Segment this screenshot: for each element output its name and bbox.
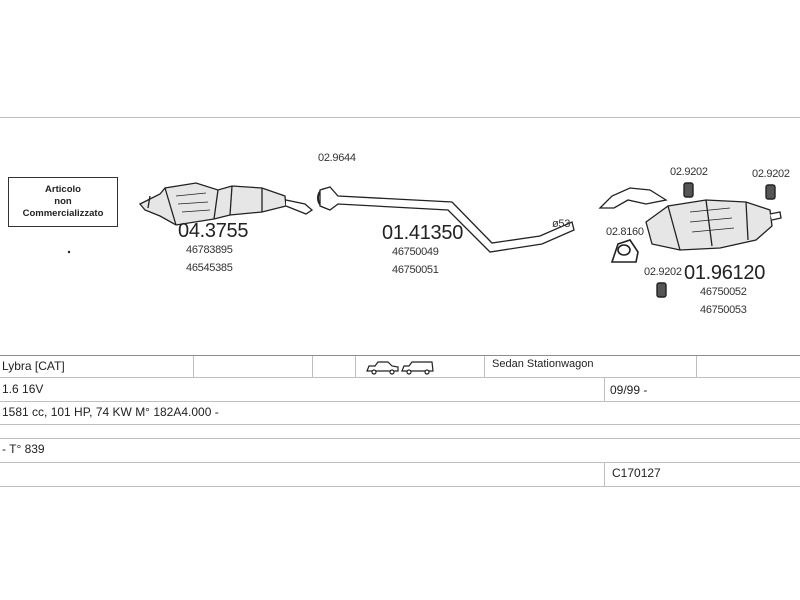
oem-ref: 46750051	[392, 264, 439, 276]
rear-muffler-drawing	[598, 187, 782, 251]
vehicle-model: Lybra [CAT]	[2, 359, 65, 373]
oem-ref: 46750052	[700, 286, 747, 298]
oem-ref: 46750049	[392, 246, 439, 258]
oem-ref: 46545385	[186, 262, 233, 274]
part-code-hanger[interactable]: 02.9202	[670, 166, 708, 178]
table-row-divider	[0, 462, 800, 463]
production-date: 09/99 -	[610, 383, 648, 397]
table-col-divider	[604, 378, 605, 401]
table-row-divider	[0, 401, 800, 402]
pipe-diameter-label: ø53	[552, 218, 571, 230]
part-code-catalytic-converter[interactable]: 04.3755	[178, 220, 249, 242]
table-top-border	[0, 355, 800, 356]
table-col-divider	[484, 356, 485, 377]
part-code-hanger[interactable]: 02.9202	[644, 266, 682, 278]
top-divider	[0, 117, 800, 118]
sedan-icon	[366, 361, 399, 375]
table-col-divider	[355, 356, 356, 377]
car-body-icons	[366, 361, 434, 375]
table-bottom-border	[0, 486, 800, 487]
part-code-rear-muffler[interactable]: 01.96120	[684, 262, 766, 284]
table-col-divider	[312, 356, 313, 377]
part-code-mid-pipe[interactable]: 01.41350	[382, 222, 464, 244]
table-row-divider	[0, 424, 800, 425]
table-row-divider	[0, 438, 800, 439]
catalog-code: C170127	[612, 466, 661, 480]
note-line: Articolo	[45, 184, 81, 195]
table-row-divider	[0, 377, 800, 378]
part-code-clamp[interactable]: 02.8160	[606, 226, 644, 238]
mid-pipe-drawing	[319, 186, 575, 253]
hanger-drawings	[656, 182, 776, 298]
table-col-divider	[696, 356, 697, 377]
engine: 1.6 16V	[2, 382, 44, 396]
note-line: Commercializzato	[22, 208, 104, 219]
stationwagon-icon	[401, 361, 434, 375]
body-types: Sedan Stationwagon	[492, 358, 594, 370]
table-col-divider	[604, 463, 605, 486]
engine-specs: 1581 cc, 101 HP, 74 KW M° 182A4.000 -	[2, 405, 219, 419]
oem-ref: 46750053	[700, 304, 747, 316]
table-col-divider	[193, 356, 194, 377]
clamp-drawing	[610, 239, 639, 263]
part-code-hanger[interactable]: 02.9202	[752, 168, 790, 180]
vehicle-type: - T° 839	[2, 442, 45, 456]
not-available-note: Articolo non Commercializzato	[8, 177, 118, 227]
catalytic-converter-drawing	[138, 182, 314, 226]
part-code-gasket[interactable]: 02.9644	[318, 152, 356, 164]
note-line: non	[54, 196, 72, 207]
oem-ref: 46783895	[186, 244, 233, 256]
